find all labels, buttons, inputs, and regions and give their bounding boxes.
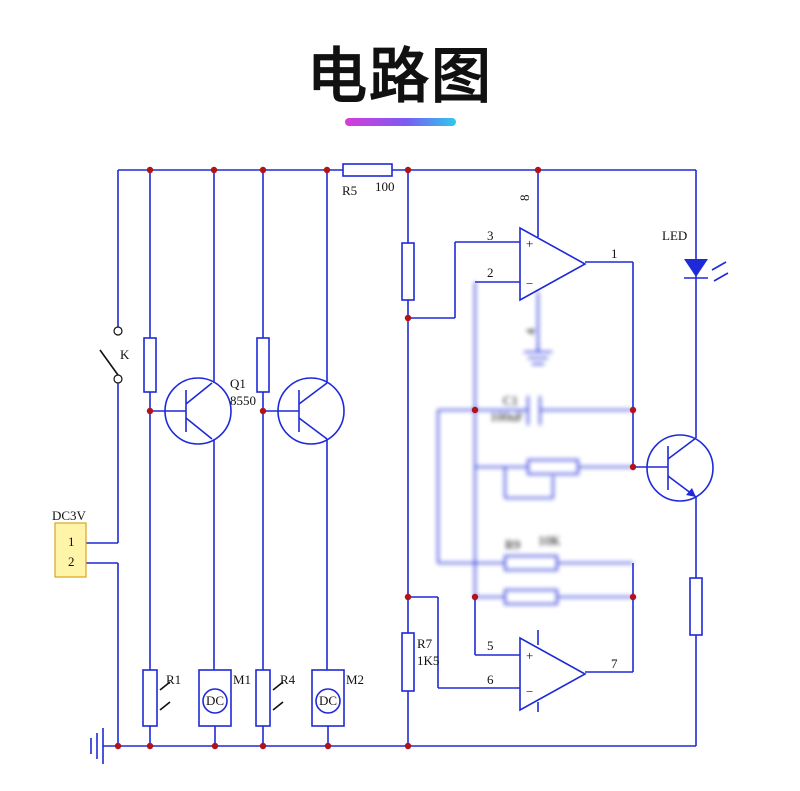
title-underline [345, 118, 456, 126]
junction-dots [114, 166, 637, 750]
pin-1-label: 1 [611, 246, 618, 261]
connector-pin-1: 1 [68, 534, 75, 549]
power-connector: DC3V 1 2 [52, 508, 87, 578]
c1-value: 100uF [490, 409, 523, 424]
opamp2-plus: + [526, 648, 533, 663]
page-title: 电路图 [307, 42, 493, 112]
opamp2-minus: − [526, 684, 533, 699]
branch-q1: Q1 8550 [143, 170, 256, 670]
c1-label: C1 [503, 393, 518, 408]
r5-label: R5 [342, 183, 357, 198]
output-transistor [633, 170, 714, 746]
switch-label: K [120, 347, 130, 362]
r7-value: 1K5 [417, 653, 439, 668]
pin-7-label: 7 [611, 656, 618, 671]
r9-value: 10K [538, 533, 561, 548]
r9-label: R9 [505, 537, 520, 552]
connector-pin-2: 2 [68, 554, 75, 569]
m2-dc-text: DC [319, 693, 337, 708]
pin-4-label: 4 [523, 328, 538, 335]
r4-photoresistor: R4 [255, 669, 296, 746]
middle-branch: R7 1K5 [401, 170, 520, 746]
m2-label: M2 [346, 672, 364, 687]
power-label: DC3V [52, 508, 87, 523]
opamp1-minus: − [526, 276, 533, 291]
branch-q2 [256, 170, 345, 670]
m2-motor: DC M2 [311, 669, 364, 746]
pin-8-label: 8 [517, 195, 532, 202]
pin-5-label: 5 [487, 638, 494, 653]
r1-photoresistor: R1 [142, 669, 181, 746]
ground-symbol [90, 728, 104, 764]
m1-label: M1 [233, 672, 251, 687]
r7-label: R7 [417, 636, 433, 651]
pin-2-label: 2 [487, 265, 494, 280]
q1-label: Q1 [230, 376, 246, 391]
m1-motor: DC M1 [198, 669, 251, 746]
m1-dc-text: DC [206, 693, 224, 708]
opamp1-plus: + [526, 236, 533, 251]
r5-value: 100 [375, 179, 395, 194]
led: LED [662, 228, 729, 282]
r5-resistor: R5 100 [342, 163, 395, 198]
q1-type: 8550 [230, 393, 256, 408]
switch-k: K [86, 170, 130, 746]
opamp-lower: 5 6 7 + − [474, 563, 634, 712]
r4-label: R4 [280, 672, 296, 687]
opamp-upper: 8 3 2 1 + − [475, 170, 634, 467]
r1-label: R1 [166, 672, 181, 687]
pin-6-label: 6 [487, 672, 494, 687]
pin-3-label: 3 [487, 228, 494, 243]
blurred-components: 4 C1 100uF R9 10K [437, 282, 633, 605]
led-label: LED [662, 228, 687, 243]
